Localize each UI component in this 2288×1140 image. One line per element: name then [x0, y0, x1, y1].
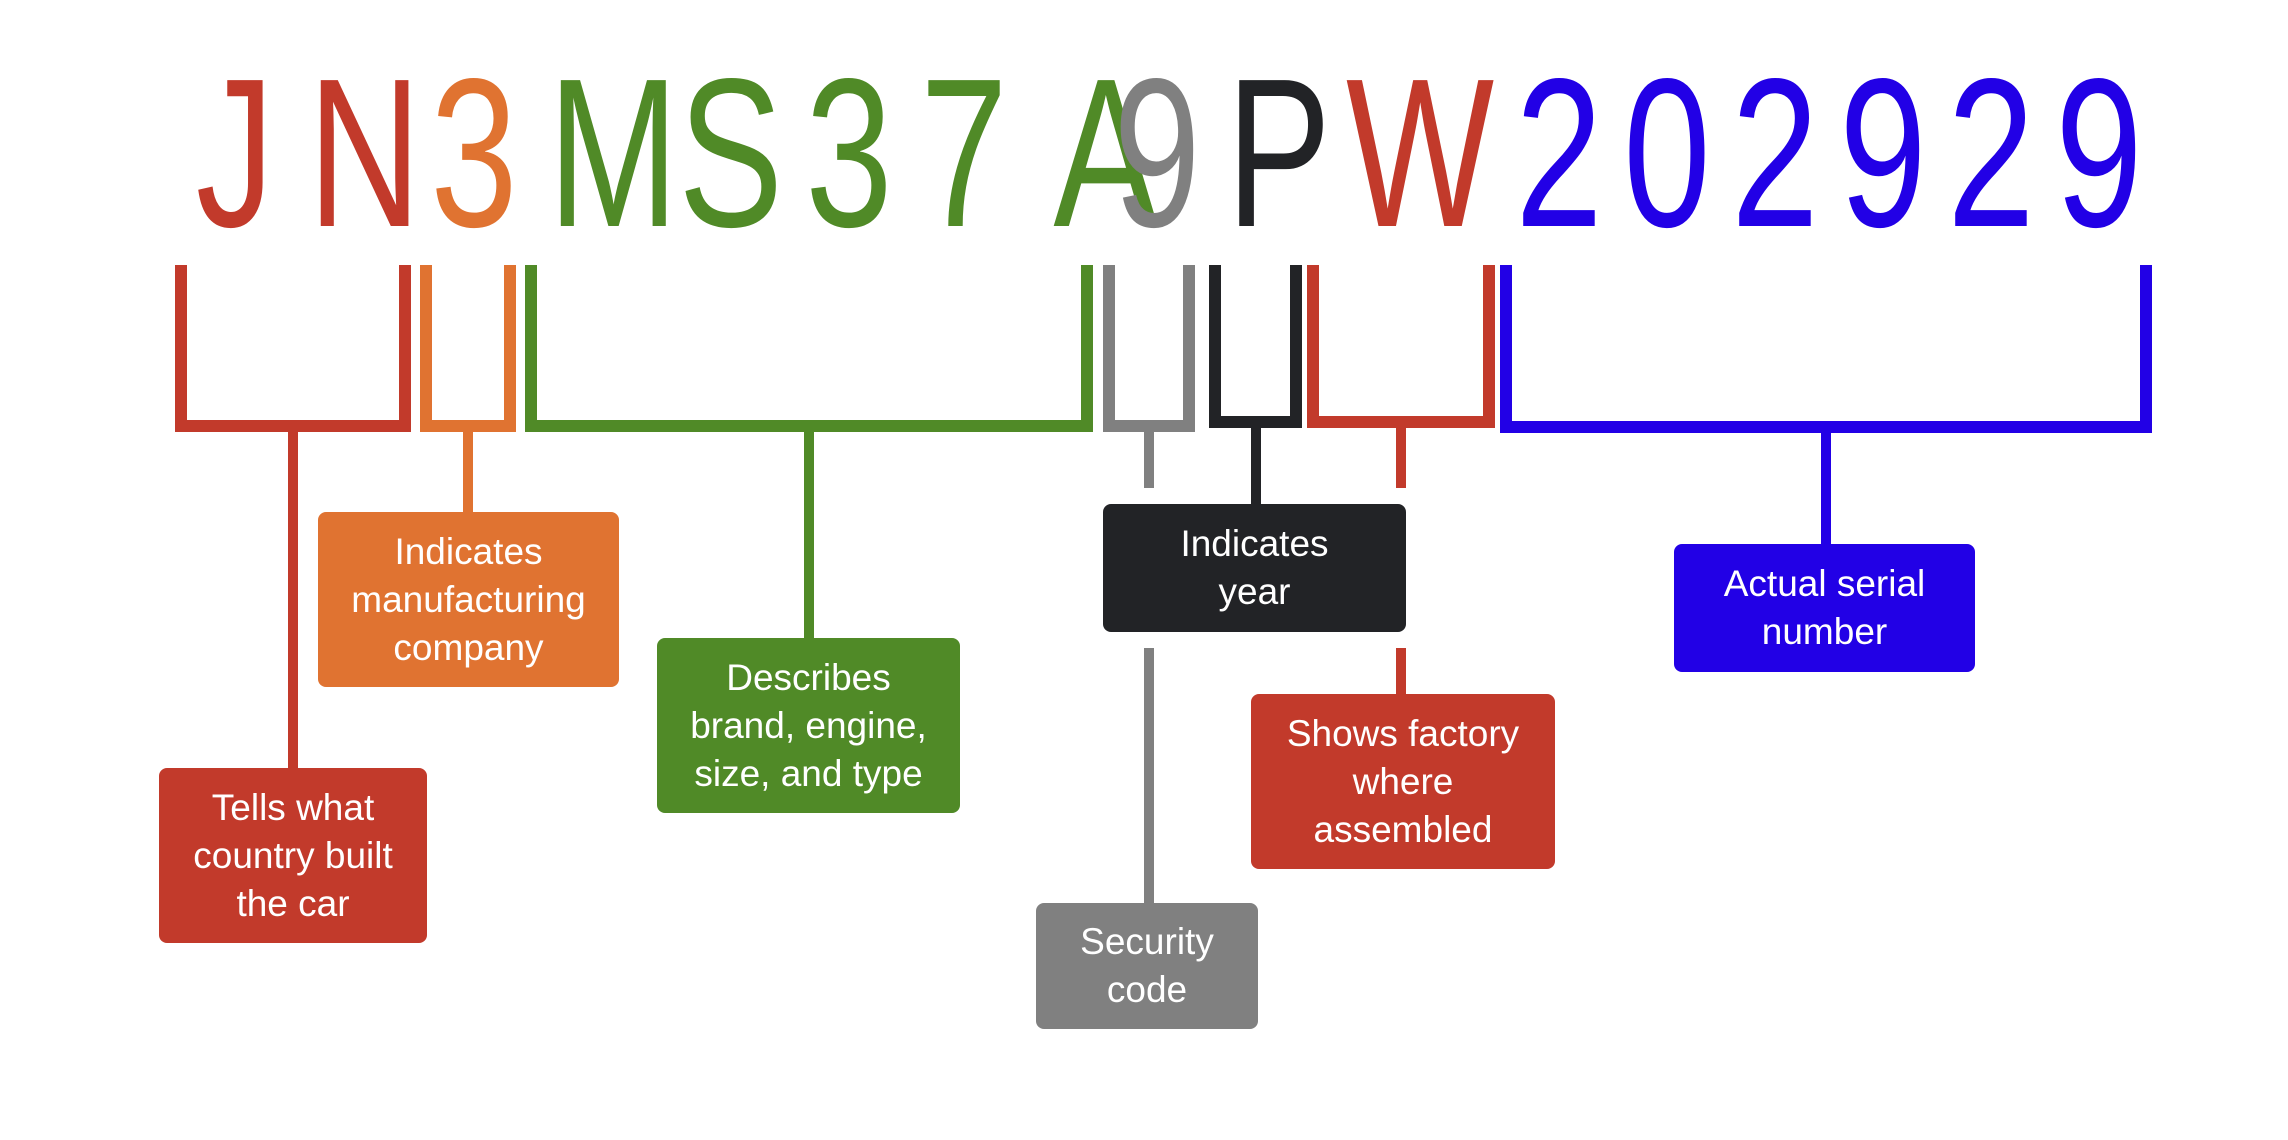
connector-security-upper [1144, 430, 1154, 488]
label-security: Security code [1036, 903, 1258, 1029]
vin-char: 9 [1839, 34, 1927, 271]
label-line: code [1106, 969, 1188, 1010]
vin-char: J [195, 34, 275, 271]
vin-char: 2 [1947, 34, 2035, 271]
label-line: assembled [1313, 808, 1493, 850]
label-year: Indicates year [1103, 504, 1406, 632]
vin-char: S [678, 34, 784, 271]
connector-year [1251, 426, 1261, 506]
connector-manufacturer [463, 430, 473, 514]
label-line: manufacturing [351, 578, 586, 620]
connector-serial [1821, 430, 1831, 546]
vin-char: 2 [1731, 34, 1819, 271]
vin-char: 0 [1623, 34, 1711, 271]
bracket-security [1103, 265, 1195, 432]
bracket-country [175, 265, 411, 432]
vin-char: W [1346, 34, 1495, 271]
vin-char: 3 [805, 34, 893, 271]
connector-descriptor [804, 430, 814, 640]
label-line: number [1761, 611, 1888, 652]
connector-security-lower [1144, 648, 1154, 904]
bracket-factory [1307, 265, 1495, 428]
connector-factory-lower [1396, 648, 1406, 696]
label-line: Security [1080, 921, 1214, 962]
label-line: Tells what [211, 786, 375, 828]
vin-char: 9 [2055, 34, 2143, 271]
vin-char: P [1226, 34, 1332, 271]
vin-char: 9 [1113, 34, 1201, 271]
label-factory: Shows factory where assembled [1251, 694, 1555, 869]
vin-char: 3 [430, 34, 518, 271]
label-line: Describes [726, 656, 891, 698]
vin-char: N [307, 34, 422, 271]
label-line: size, and type [694, 752, 923, 794]
label-line: brand, engine, [690, 704, 927, 746]
label-serial: Actual serial number [1674, 544, 1975, 672]
bracket-descriptor [525, 265, 1093, 432]
bracket-serial [1500, 265, 2152, 433]
label-line: company [393, 626, 544, 668]
bracket-manufacturer [420, 265, 516, 432]
label-line: year [1218, 571, 1291, 612]
label-line: Indicates [394, 530, 543, 572]
vin-char: A [1053, 34, 1159, 271]
vin-char: M [547, 34, 679, 271]
label-country: Tells what country built the car [159, 768, 427, 943]
label-manufacturer: Indicates manufacturing company [318, 512, 619, 687]
bracket-year [1209, 265, 1302, 428]
connector-country [288, 430, 298, 770]
label-descriptor: Describes brand, engine, size, and type [657, 638, 960, 813]
label-line: where [1352, 760, 1454, 802]
label-line: country built [193, 834, 393, 876]
label-line: the car [236, 882, 350, 924]
vin-char: 2 [1515, 34, 1603, 271]
connector-factory-upper [1396, 426, 1406, 488]
label-line: Actual serial [1723, 563, 1926, 604]
label-line: Shows factory [1286, 712, 1520, 754]
vin-char: 7 [920, 34, 1008, 271]
label-line: Indicates [1180, 523, 1329, 564]
